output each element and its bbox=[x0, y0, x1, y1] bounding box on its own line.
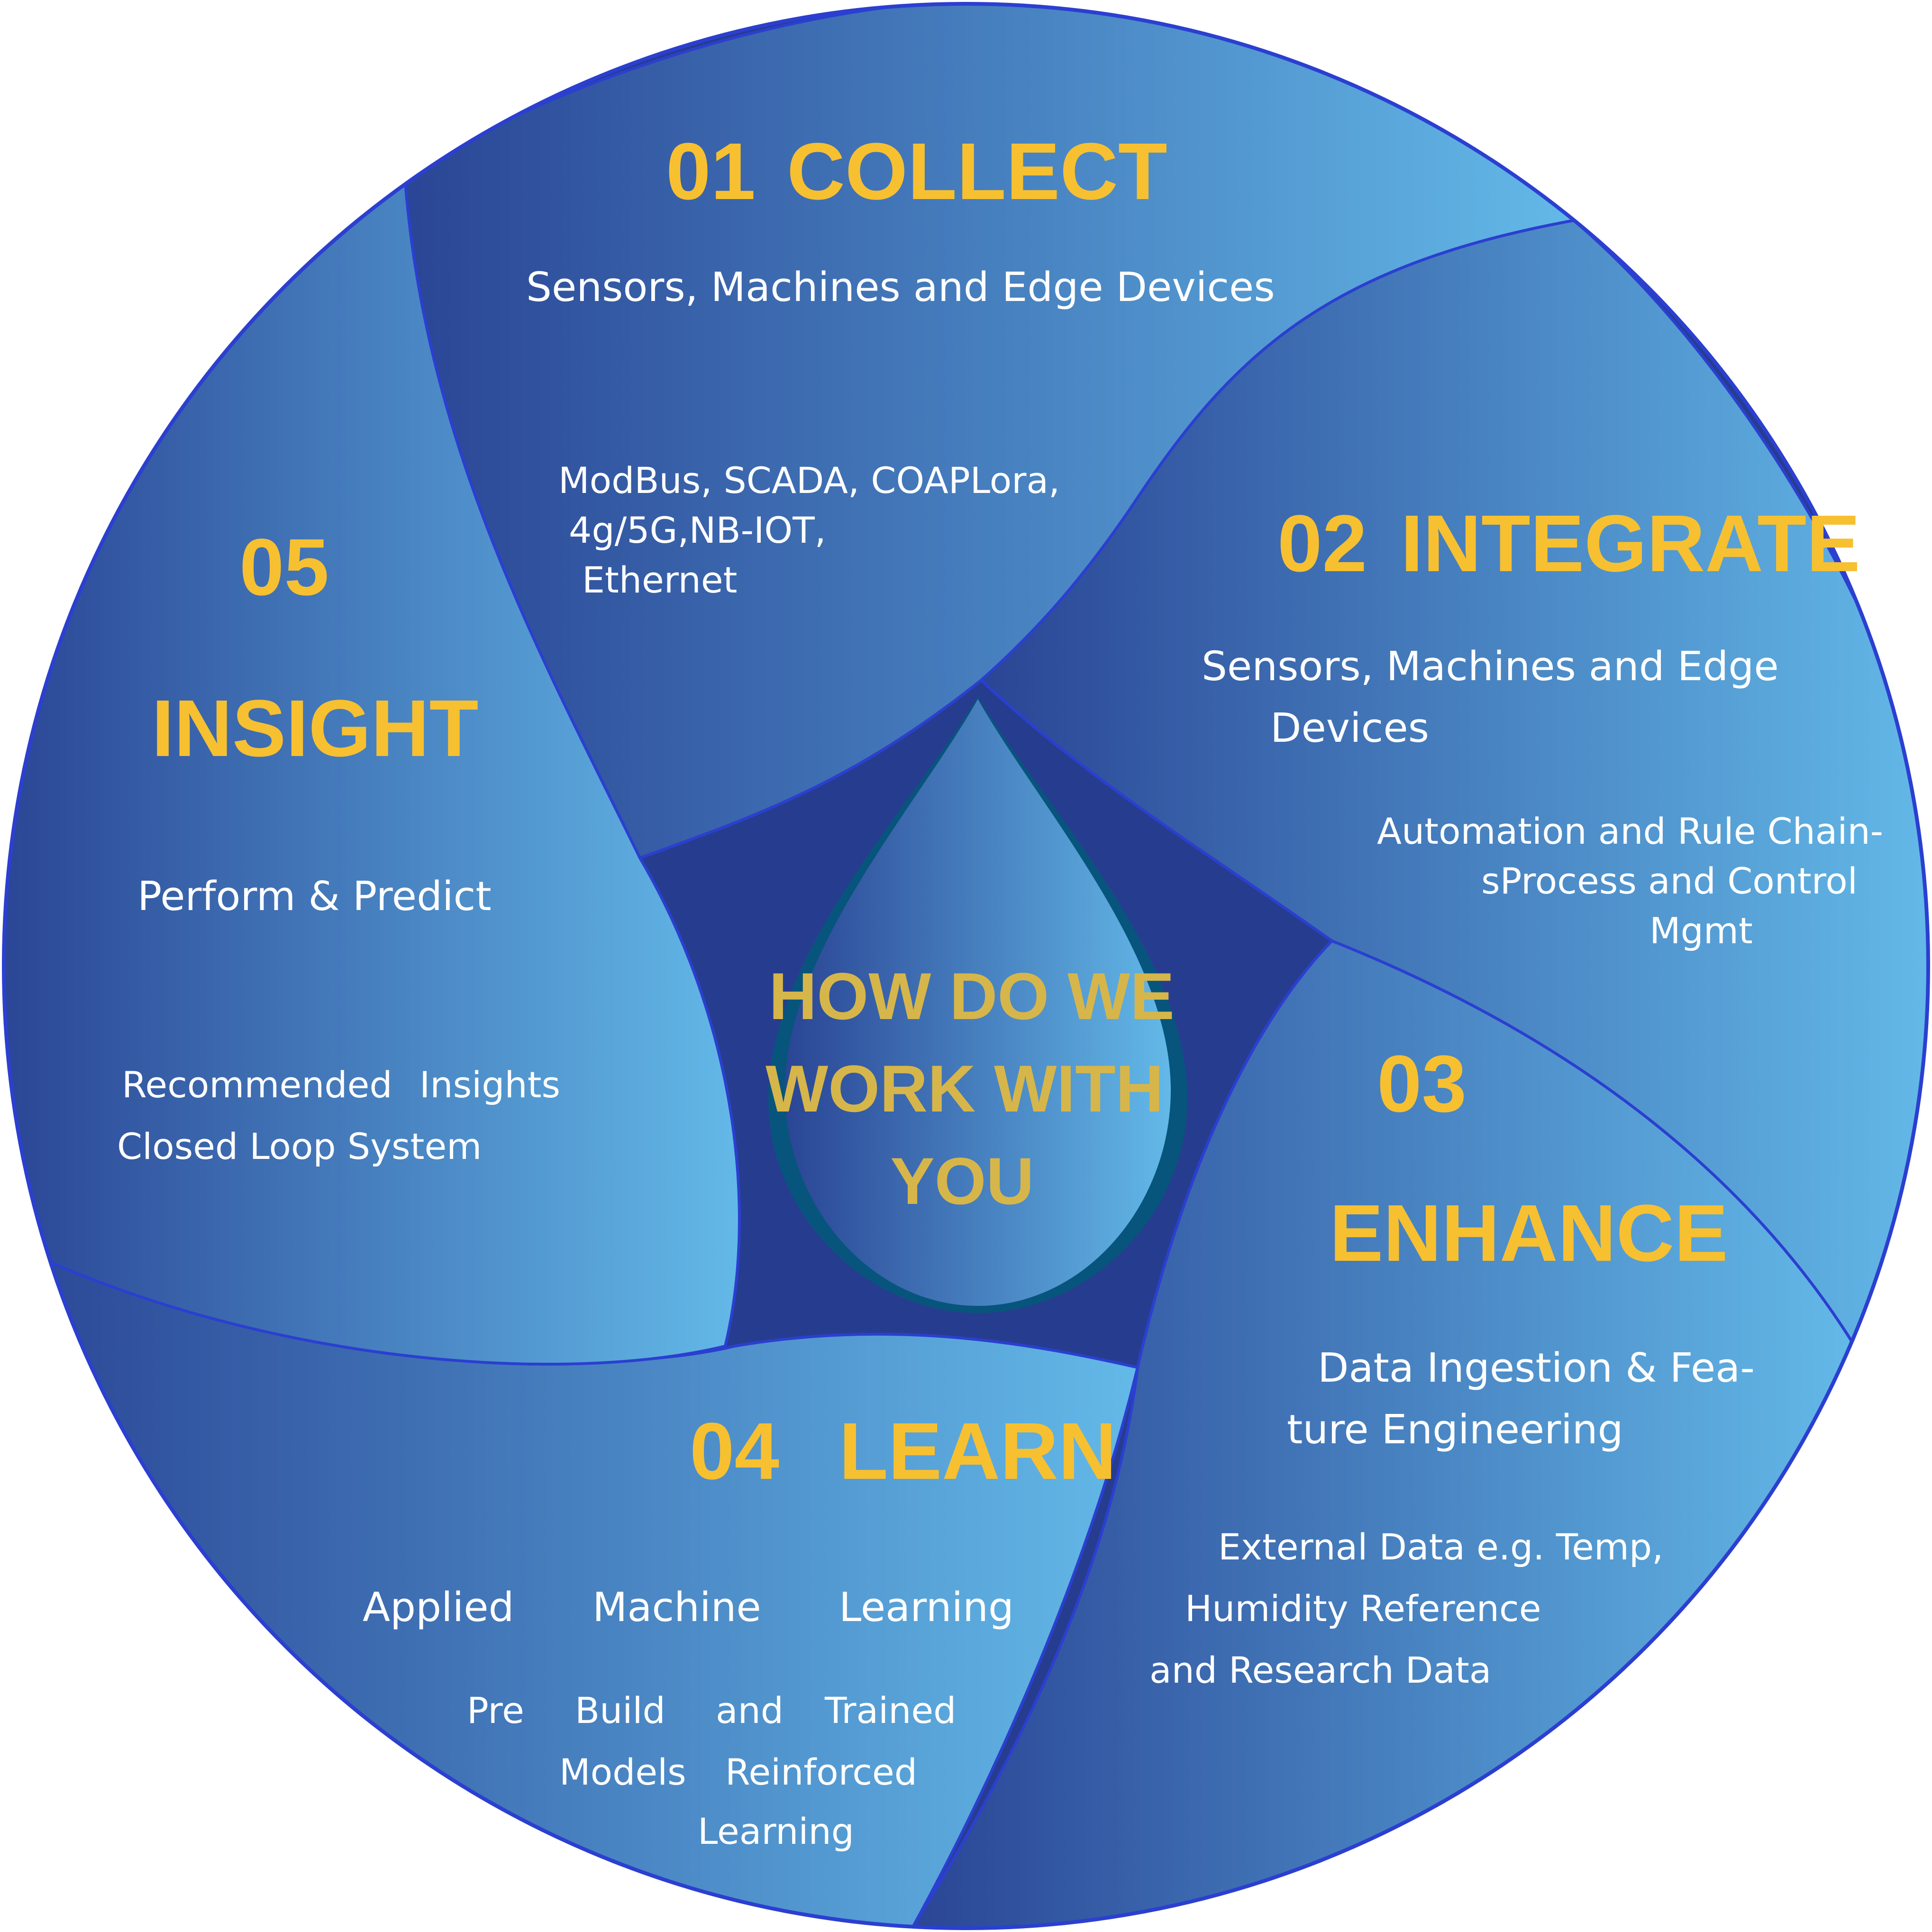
learn-detail: Learning bbox=[698, 1810, 854, 1852]
enhance-detail: External Data e.g. Temp, bbox=[1218, 1526, 1663, 1568]
enhance-title: ENHANCE bbox=[1330, 1188, 1728, 1278]
learn-subtitle: Applied bbox=[363, 1584, 514, 1631]
insight-detail: Recommended bbox=[122, 1064, 392, 1106]
learn-detail: and bbox=[716, 1689, 784, 1732]
insight-subtitle: Perform & Predict bbox=[137, 873, 492, 920]
integrate-number: 02 bbox=[1277, 499, 1367, 589]
insight-number: 05 bbox=[239, 522, 329, 612]
collect-detail: Ethernet bbox=[582, 559, 737, 601]
insight-detail: Insights bbox=[419, 1064, 560, 1106]
enhance-subtitle: ture Engineering bbox=[1287, 1406, 1623, 1453]
enhance-detail: Humidity Reference bbox=[1185, 1587, 1541, 1630]
collect-number: 01 bbox=[666, 127, 756, 217]
integrate-subtitle: Sensors, Machines and Edge bbox=[1202, 643, 1779, 690]
integrate-title: INTEGRATE bbox=[1401, 499, 1860, 589]
learn-detail: Reinforced bbox=[725, 1751, 917, 1793]
collect-subtitle: Sensors, Machines and Edge Devices bbox=[526, 264, 1275, 311]
enhance-number: 03 bbox=[1377, 1039, 1467, 1129]
integrate-detail: Mgmt bbox=[1649, 910, 1753, 952]
learn-number: 04 bbox=[690, 1406, 779, 1496]
collect-detail: ModBus, SCADA, COAPLora, bbox=[558, 459, 1060, 501]
collect-detail: 4g/5G,NB-IOT, bbox=[569, 509, 826, 551]
integrate-detail: sProcess and Control bbox=[1481, 860, 1858, 902]
center-text-line-2: WORK WITH bbox=[766, 1051, 1164, 1126]
insight-detail: Closed Loop System bbox=[117, 1125, 482, 1167]
learn-detail: Trained bbox=[824, 1689, 956, 1732]
learn-subtitle: Machine bbox=[592, 1584, 761, 1631]
learn-detail: Models bbox=[559, 1751, 686, 1793]
center-text-line-1: HOW DO WE bbox=[769, 959, 1174, 1033]
enhance-detail: and Research Data bbox=[1149, 1649, 1491, 1691]
learn-subtitle: Learning bbox=[839, 1584, 1014, 1631]
droplet bbox=[785, 699, 1171, 1306]
center-text-line-3: YOU bbox=[890, 1144, 1034, 1218]
learn-detail: Pre bbox=[467, 1689, 524, 1732]
learn-title: LEARN bbox=[839, 1406, 1117, 1496]
integrate-detail: Automation and Rule Chain- bbox=[1377, 810, 1883, 852]
collect-title: COLLECT bbox=[787, 127, 1167, 217]
integrate-subtitle: Devices bbox=[1270, 705, 1429, 752]
insight-title: INSIGHT bbox=[152, 683, 478, 774]
learn-detail: Build bbox=[575, 1689, 665, 1732]
enhance-subtitle: Data Ingestion & Fea- bbox=[1318, 1345, 1755, 1392]
